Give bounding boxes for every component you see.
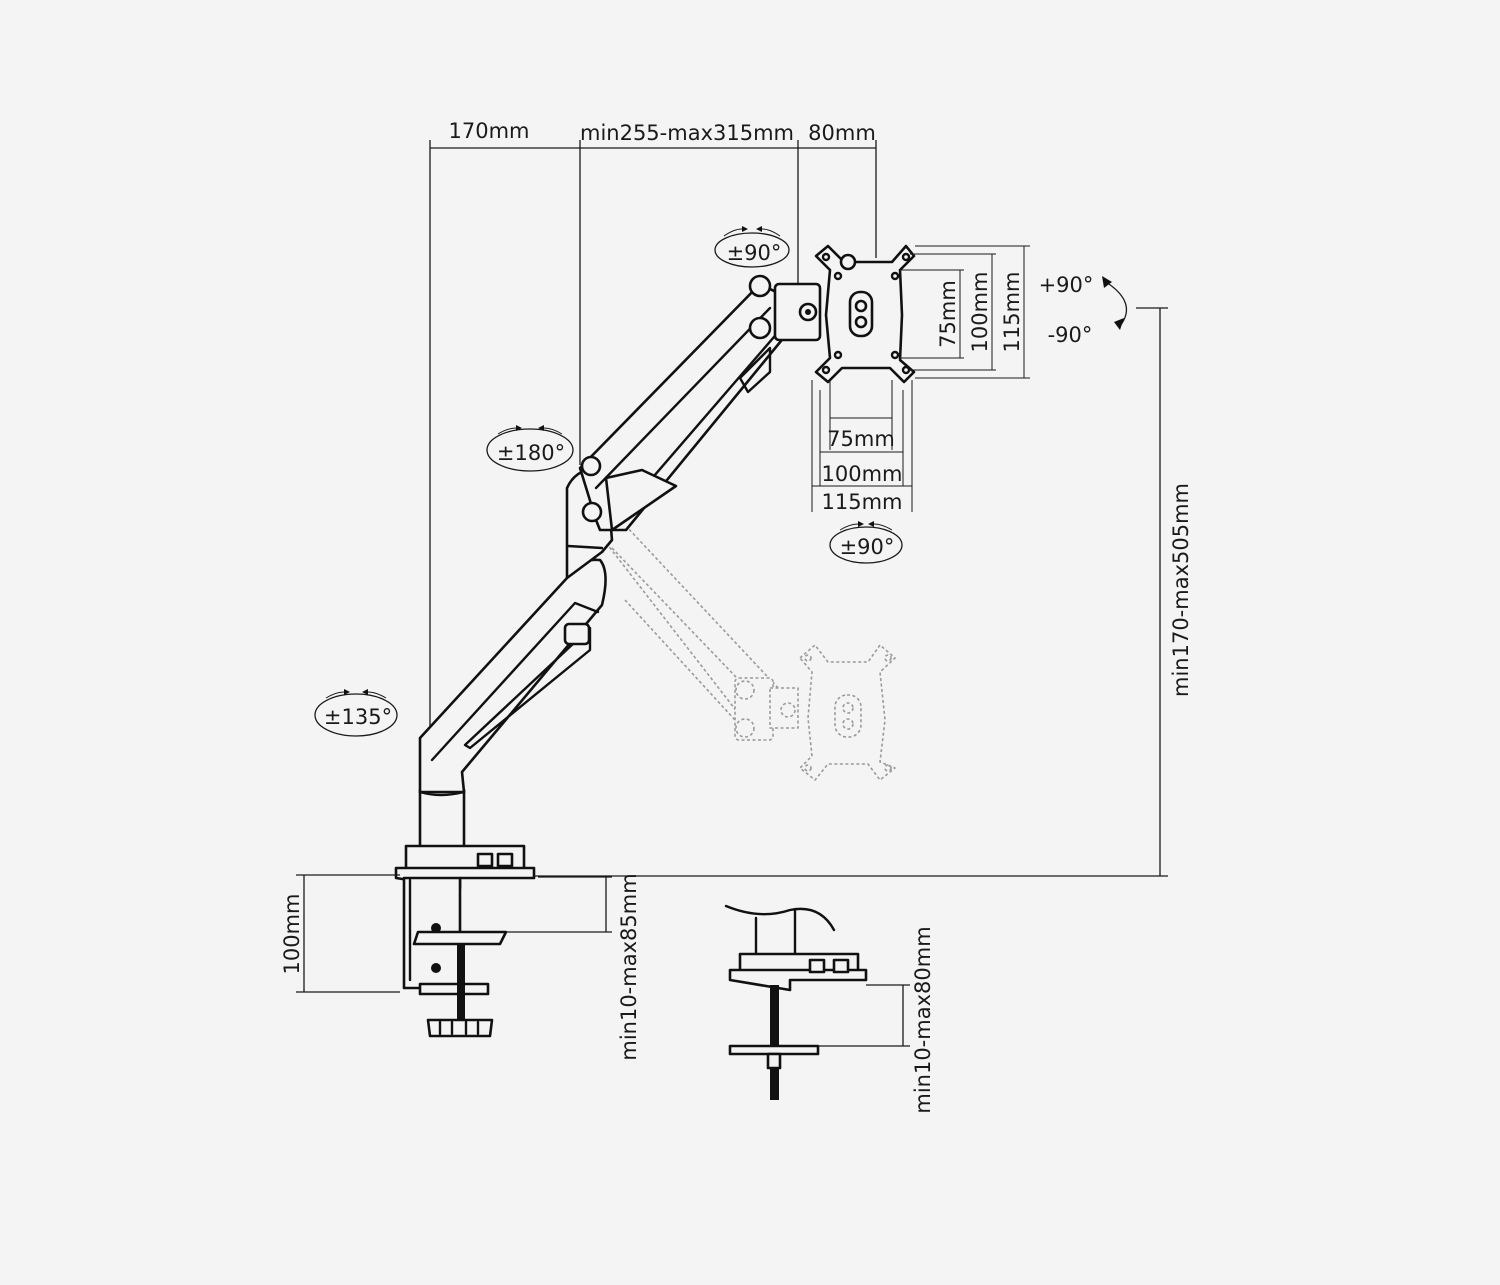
vesa-rotation-label: ±90° bbox=[840, 535, 895, 559]
ghost-lowered-arm bbox=[599, 524, 896, 781]
base-swivel-label: ±135° bbox=[324, 705, 392, 729]
clamp-dimensions bbox=[296, 874, 612, 993]
desk-clamp bbox=[394, 788, 536, 1038]
vesa-vertical-dimensions bbox=[900, 245, 1030, 379]
tilt-head bbox=[773, 282, 822, 342]
arm-swivel-label: ±180° bbox=[497, 441, 565, 465]
tilt-arrow bbox=[1102, 276, 1128, 330]
dim-vesa-h-75: 75mm bbox=[827, 427, 895, 451]
dim-vesa-v-115: 115mm bbox=[1000, 272, 1024, 353]
grommet-mount bbox=[724, 904, 868, 1100]
dim-clamp-height: 100mm bbox=[280, 894, 304, 975]
grommet-dimension bbox=[818, 984, 910, 1047]
tilt-down-label: -90° bbox=[1048, 323, 1093, 347]
height-dimension bbox=[534, 307, 1168, 877]
badge-base-swivel bbox=[314, 689, 398, 737]
dim-clamp-range: min10-max85mm bbox=[617, 873, 641, 1060]
dim-vesa-h-115: 115mm bbox=[822, 490, 903, 514]
top-dimension-lines bbox=[429, 140, 877, 738]
dim-arm-base-offset: 170mm bbox=[449, 119, 530, 143]
dim-vesa-h-100: 100mm bbox=[822, 462, 903, 486]
lower-arm bbox=[418, 558, 607, 797]
badge-vesa-rotation bbox=[829, 521, 903, 564]
dim-grommet-range: min10-max80mm bbox=[911, 926, 935, 1113]
tilt-up-label: +90° bbox=[1039, 273, 1094, 297]
dim-vesa-v-75: 75mm bbox=[936, 280, 960, 348]
dim-head-offset: 80mm bbox=[808, 121, 876, 145]
badge-arm-swivel bbox=[486, 425, 574, 472]
dim-vesa-v-100: 100mm bbox=[968, 272, 992, 353]
head-swivel-label: ±90° bbox=[727, 241, 782, 265]
upper-arm bbox=[565, 274, 802, 580]
vesa-plate bbox=[814, 244, 916, 384]
vesa-horizontal-dimensions bbox=[811, 380, 913, 512]
dim-height-range: min170-max505mm bbox=[1169, 483, 1193, 697]
dim-arm-reach: min255-max315mm bbox=[580, 121, 794, 145]
badge-head-swivel bbox=[714, 226, 790, 268]
